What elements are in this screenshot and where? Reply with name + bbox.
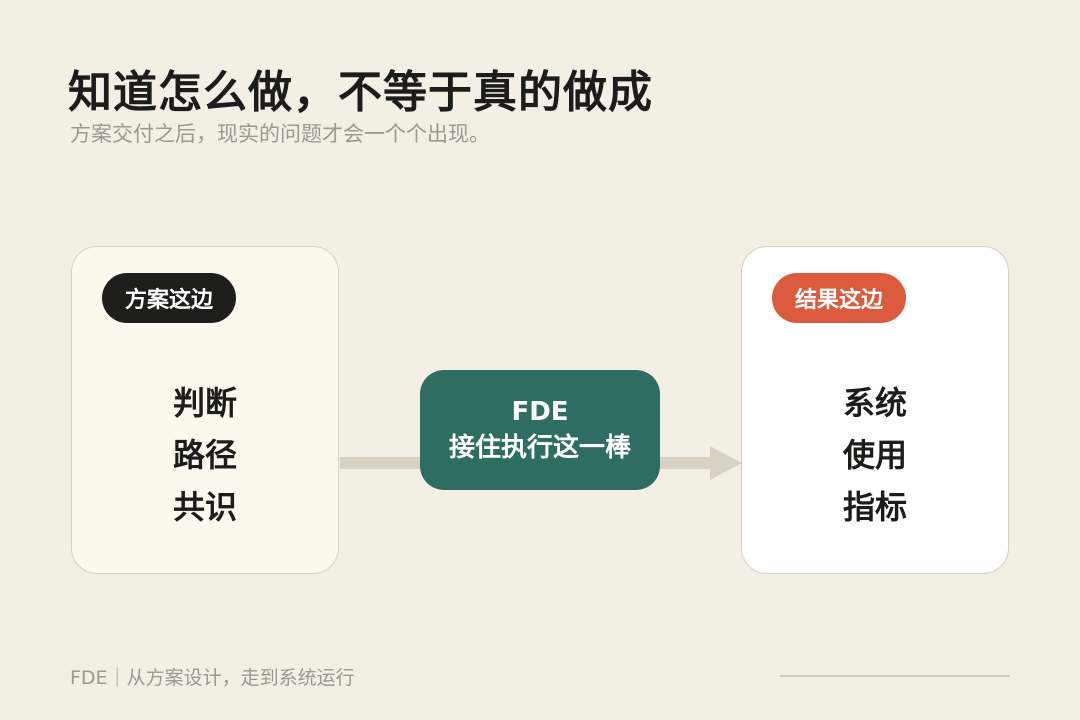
plan-side-item: 共识 <box>172 488 237 526</box>
result-side-item: 使用 <box>842 436 907 474</box>
plan-side-card: 方案这边 判断 路径 共识 <box>71 246 339 574</box>
result-side-item: 系统 <box>842 384 907 422</box>
fde-handoff-label: 接住执行这一棒 <box>448 433 631 463</box>
flow-arrow-head-icon <box>710 446 742 480</box>
plan-side-items: 判断 路径 共识 <box>72 377 338 533</box>
footer-divider <box>780 675 1010 677</box>
footer-caption: FDE｜从方案设计，走到系统运行 <box>70 667 355 689</box>
page-subtitle: 方案交付之后，现实的问题才会一个个出现。 <box>70 122 490 146</box>
fde-handoff-box: FDE 接住执行这一棒 <box>420 370 660 490</box>
result-side-item: 指标 <box>842 488 907 526</box>
result-side-tag: 结果这边 <box>772 273 906 323</box>
fde-label: FDE <box>511 397 569 427</box>
result-side-card: 结果这边 系统 使用 指标 <box>741 246 1009 574</box>
page-title: 知道怎么做，不等于真的做成 <box>68 67 653 118</box>
plan-side-item: 路径 <box>172 436 237 474</box>
plan-side-item: 判断 <box>172 384 237 422</box>
plan-side-tag: 方案这边 <box>102 273 236 323</box>
result-side-items: 系统 使用 指标 <box>742 377 1008 533</box>
